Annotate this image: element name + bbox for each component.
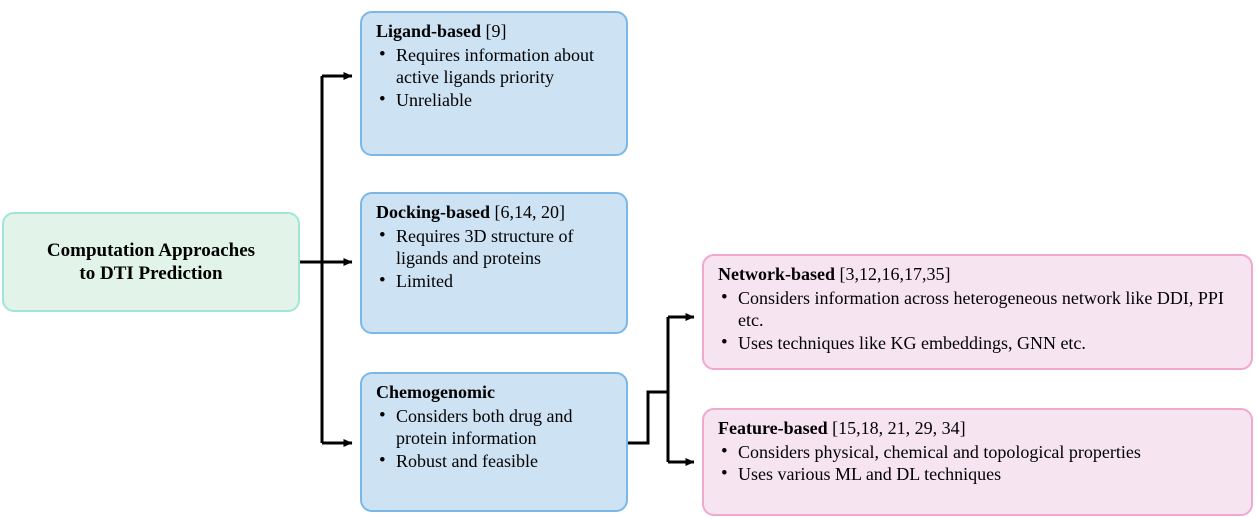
- list-item: Requires 3D structure of ligands and pro…: [376, 224, 616, 271]
- chemogenomic-bullets: Considers both drug and protein informat…: [374, 404, 616, 474]
- docking-based-title-text: Docking-based: [376, 202, 491, 222]
- network-based-title: Network-based [3,12,16,17,35]: [718, 264, 1241, 286]
- network-based-title-text: Network-based: [718, 264, 835, 284]
- node-network-based[interactable]: Network-based [3,12,16,17,35] Considers …: [702, 254, 1253, 370]
- node-chemogenomic[interactable]: Chemogenomic Considers both drug and pro…: [360, 372, 628, 512]
- root-label-line2: to DTI Prediction: [79, 263, 223, 284]
- list-item: Considers physical, chemical and topolog…: [718, 440, 1241, 464]
- feature-based-refs: [15,18, 21, 29, 34]: [832, 418, 966, 438]
- list-item: Limited: [376, 269, 616, 293]
- ligand-based-refs: [9]: [485, 21, 507, 41]
- node-docking-based[interactable]: Docking-based [6,14, 20] Requires 3D str…: [360, 192, 628, 334]
- feature-based-title: Feature-based [15,18, 21, 29, 34]: [718, 418, 1241, 440]
- list-item: Considers both drug and protein informat…: [376, 404, 616, 451]
- node-ligand-based[interactable]: Ligand-based [9] Requires information ab…: [360, 11, 628, 156]
- node-root[interactable]: Computation Approaches to DTI Prediction: [2, 212, 300, 312]
- docking-based-refs: [6,14, 20]: [494, 202, 566, 222]
- node-feature-based[interactable]: Feature-based [15,18, 21, 29, 34] Consid…: [702, 408, 1253, 516]
- list-item: Requires information about active ligand…: [376, 43, 616, 90]
- list-item: Unreliable: [376, 88, 616, 112]
- docking-based-bullets: Requires 3D structure of ligands and pro…: [374, 224, 616, 294]
- root-label: Computation Approaches to DTI Prediction: [47, 239, 255, 285]
- ligand-based-title: Ligand-based [9]: [376, 21, 616, 43]
- chemogenomic-title: Chemogenomic: [376, 382, 616, 404]
- root-label-line1: Computation Approaches: [46, 239, 256, 261]
- chemogenomic-title-text: Chemogenomic: [376, 382, 495, 402]
- list-item: Considers information across heterogeneo…: [718, 286, 1241, 333]
- feature-based-title-text: Feature-based: [718, 418, 828, 438]
- network-based-refs: [3,12,16,17,35]: [839, 264, 951, 284]
- list-item: Robust and feasible: [376, 449, 616, 473]
- docking-based-title: Docking-based [6,14, 20]: [376, 202, 616, 224]
- ligand-based-bullets: Requires information about active ligand…: [374, 43, 616, 113]
- network-based-bullets: Considers information across heterogeneo…: [716, 286, 1241, 356]
- list-item: Uses various ML and DL techniques: [718, 462, 1241, 486]
- edge-chemogenomic-out: [627, 390, 668, 445]
- feature-based-bullets: Considers physical, chemical and topolog…: [716, 440, 1241, 487]
- ligand-based-title-text: Ligand-based: [376, 21, 482, 41]
- list-item: Uses techniques like KG embeddings, GNN …: [718, 331, 1241, 355]
